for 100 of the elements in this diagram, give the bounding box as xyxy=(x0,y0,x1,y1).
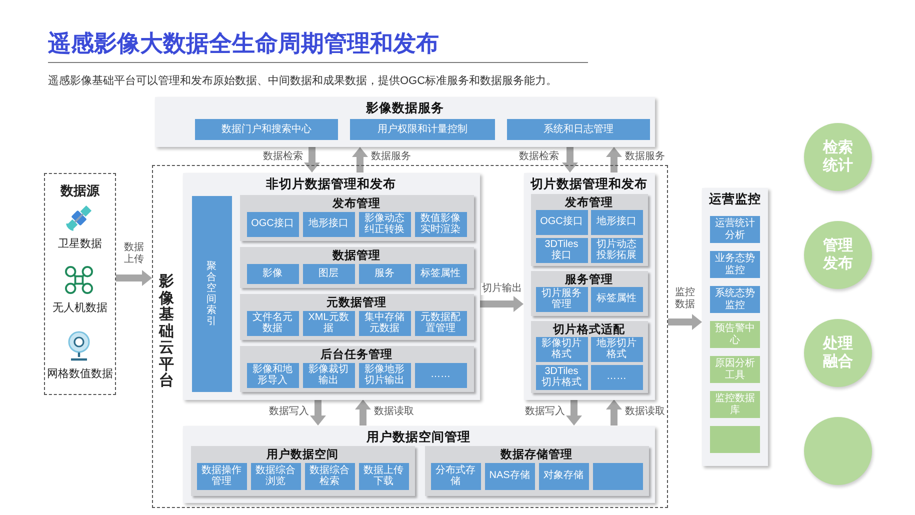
edge-label: 监控数据 xyxy=(674,287,696,311)
section-panel xyxy=(530,194,648,266)
tile-label: 数据综合浏览 xyxy=(254,464,296,488)
section-panel xyxy=(240,346,474,392)
function-tile xyxy=(246,212,298,236)
group-title: 影像基础云平台 xyxy=(159,274,174,390)
tile-label: 数据上传下载 xyxy=(362,464,404,488)
function-tile xyxy=(302,362,354,388)
panel-title: 切片数据管理和发布 xyxy=(530,176,648,192)
circle-label: 处理融合 xyxy=(822,335,854,371)
function-tile xyxy=(358,212,410,236)
tile-label: 元数据配置管理 xyxy=(420,312,462,334)
function-tile xyxy=(414,264,466,284)
tile-label: OGC接口 xyxy=(540,216,583,228)
function-tile xyxy=(302,310,354,336)
panel-title: 非切片数据管理和发布 xyxy=(266,176,396,192)
circle-label: 检索统计 xyxy=(822,139,854,175)
function-tile xyxy=(536,238,588,262)
tile-label: 影像 xyxy=(262,268,282,280)
panel-title: 用户数据空间管理 xyxy=(366,428,470,446)
function-tile xyxy=(358,264,410,284)
panel-title: 影像数据服务 xyxy=(366,100,444,117)
tile-label: 业务态势监控 xyxy=(714,253,756,276)
section-title: 切片格式适配 xyxy=(553,322,625,336)
block-arrow xyxy=(569,400,579,426)
section-title: 数据存储管理 xyxy=(500,448,572,462)
module-panel xyxy=(182,172,480,400)
dashed-group xyxy=(44,173,116,395)
panel-title: 运营监控 xyxy=(709,191,761,208)
category-circle xyxy=(804,319,872,387)
section-title: 服务管理 xyxy=(565,272,613,286)
function-tile xyxy=(246,310,298,336)
block-arrow xyxy=(609,147,619,172)
tile-label: 对象存储 xyxy=(544,470,584,482)
function-tile xyxy=(590,364,642,390)
function-tile xyxy=(358,362,410,388)
tile-label: 预告警中心 xyxy=(714,323,756,346)
function-tile xyxy=(710,391,760,418)
edge-label: 切片输出 xyxy=(481,283,523,295)
edge-label: 数据写入 xyxy=(268,406,310,418)
edge-label: 数据写入 xyxy=(524,406,566,418)
block-arrow xyxy=(307,147,317,172)
tile-label: 系统和日志管理 xyxy=(544,124,614,136)
module-panel xyxy=(155,97,655,147)
section-title: 发布管理 xyxy=(565,196,613,210)
section-title: 元数据管理 xyxy=(326,296,386,310)
function-tile xyxy=(196,462,246,490)
tile-label: 影像地形切片输出 xyxy=(364,364,406,386)
function-tile xyxy=(195,119,338,140)
tile-label: 标签属性 xyxy=(420,268,460,280)
function-tile xyxy=(710,251,760,278)
function-tile xyxy=(358,462,408,490)
block-arrow xyxy=(355,147,365,172)
block-arrow xyxy=(313,400,323,426)
tile-label: 地形切片格式 xyxy=(596,338,638,360)
edge-label: 数据服务 xyxy=(370,151,412,163)
edge-label: 数据读取 xyxy=(624,406,666,418)
tile-label: 地形接口 xyxy=(308,218,348,230)
tile-label: 监控数据库 xyxy=(714,393,756,416)
page-title: 遥感影像大数据全生命周期管理和发布 xyxy=(48,29,439,58)
source-label: 卫星数据 xyxy=(58,237,102,251)
tile-label: 地形接口 xyxy=(596,216,636,228)
section-panel xyxy=(424,446,648,496)
function-tile xyxy=(536,336,588,362)
block-arrow xyxy=(480,299,524,309)
function-tile xyxy=(414,362,466,388)
tile-label: 数据操作管理 xyxy=(200,464,242,488)
function-tile xyxy=(710,286,760,313)
index-label: 聚合空间索引 xyxy=(206,260,216,326)
function-tile xyxy=(590,210,642,234)
tile-label: 图层 xyxy=(318,268,338,280)
section-panel xyxy=(240,194,474,240)
module-panel xyxy=(182,426,654,502)
edge-label: 数据上传 xyxy=(123,242,145,266)
category-circle xyxy=(804,221,872,289)
function-tile xyxy=(710,356,760,383)
category-circle xyxy=(804,123,872,191)
section-panel xyxy=(190,446,414,496)
function-tile xyxy=(710,216,760,243)
tile-label: OGC接口 xyxy=(251,218,294,230)
tile-label: 文件名元数据 xyxy=(252,312,294,334)
tile-label: 数值影像实时渲染 xyxy=(420,212,462,236)
tile-label: 影像裁切输出 xyxy=(308,364,350,386)
block-arrow xyxy=(609,400,619,426)
function-tile xyxy=(250,462,300,490)
function-tile xyxy=(302,264,354,284)
dashed-group xyxy=(152,165,668,508)
section-title: 发布管理 xyxy=(332,196,380,210)
source-label: 无人机数据 xyxy=(52,301,108,315)
group-title: 数据源 xyxy=(60,182,100,200)
edge-label: 数据服务 xyxy=(624,151,666,163)
function-tile xyxy=(538,462,588,490)
function-tile xyxy=(414,310,466,336)
blank-tile xyxy=(710,426,760,453)
blank-circle xyxy=(804,417,872,485)
function-tile xyxy=(484,462,534,490)
tile-label: 3DTiles切片格式 xyxy=(540,366,582,388)
block-arrow xyxy=(116,273,152,283)
tile-label: 服务 xyxy=(374,268,394,280)
section-panel xyxy=(240,246,474,288)
